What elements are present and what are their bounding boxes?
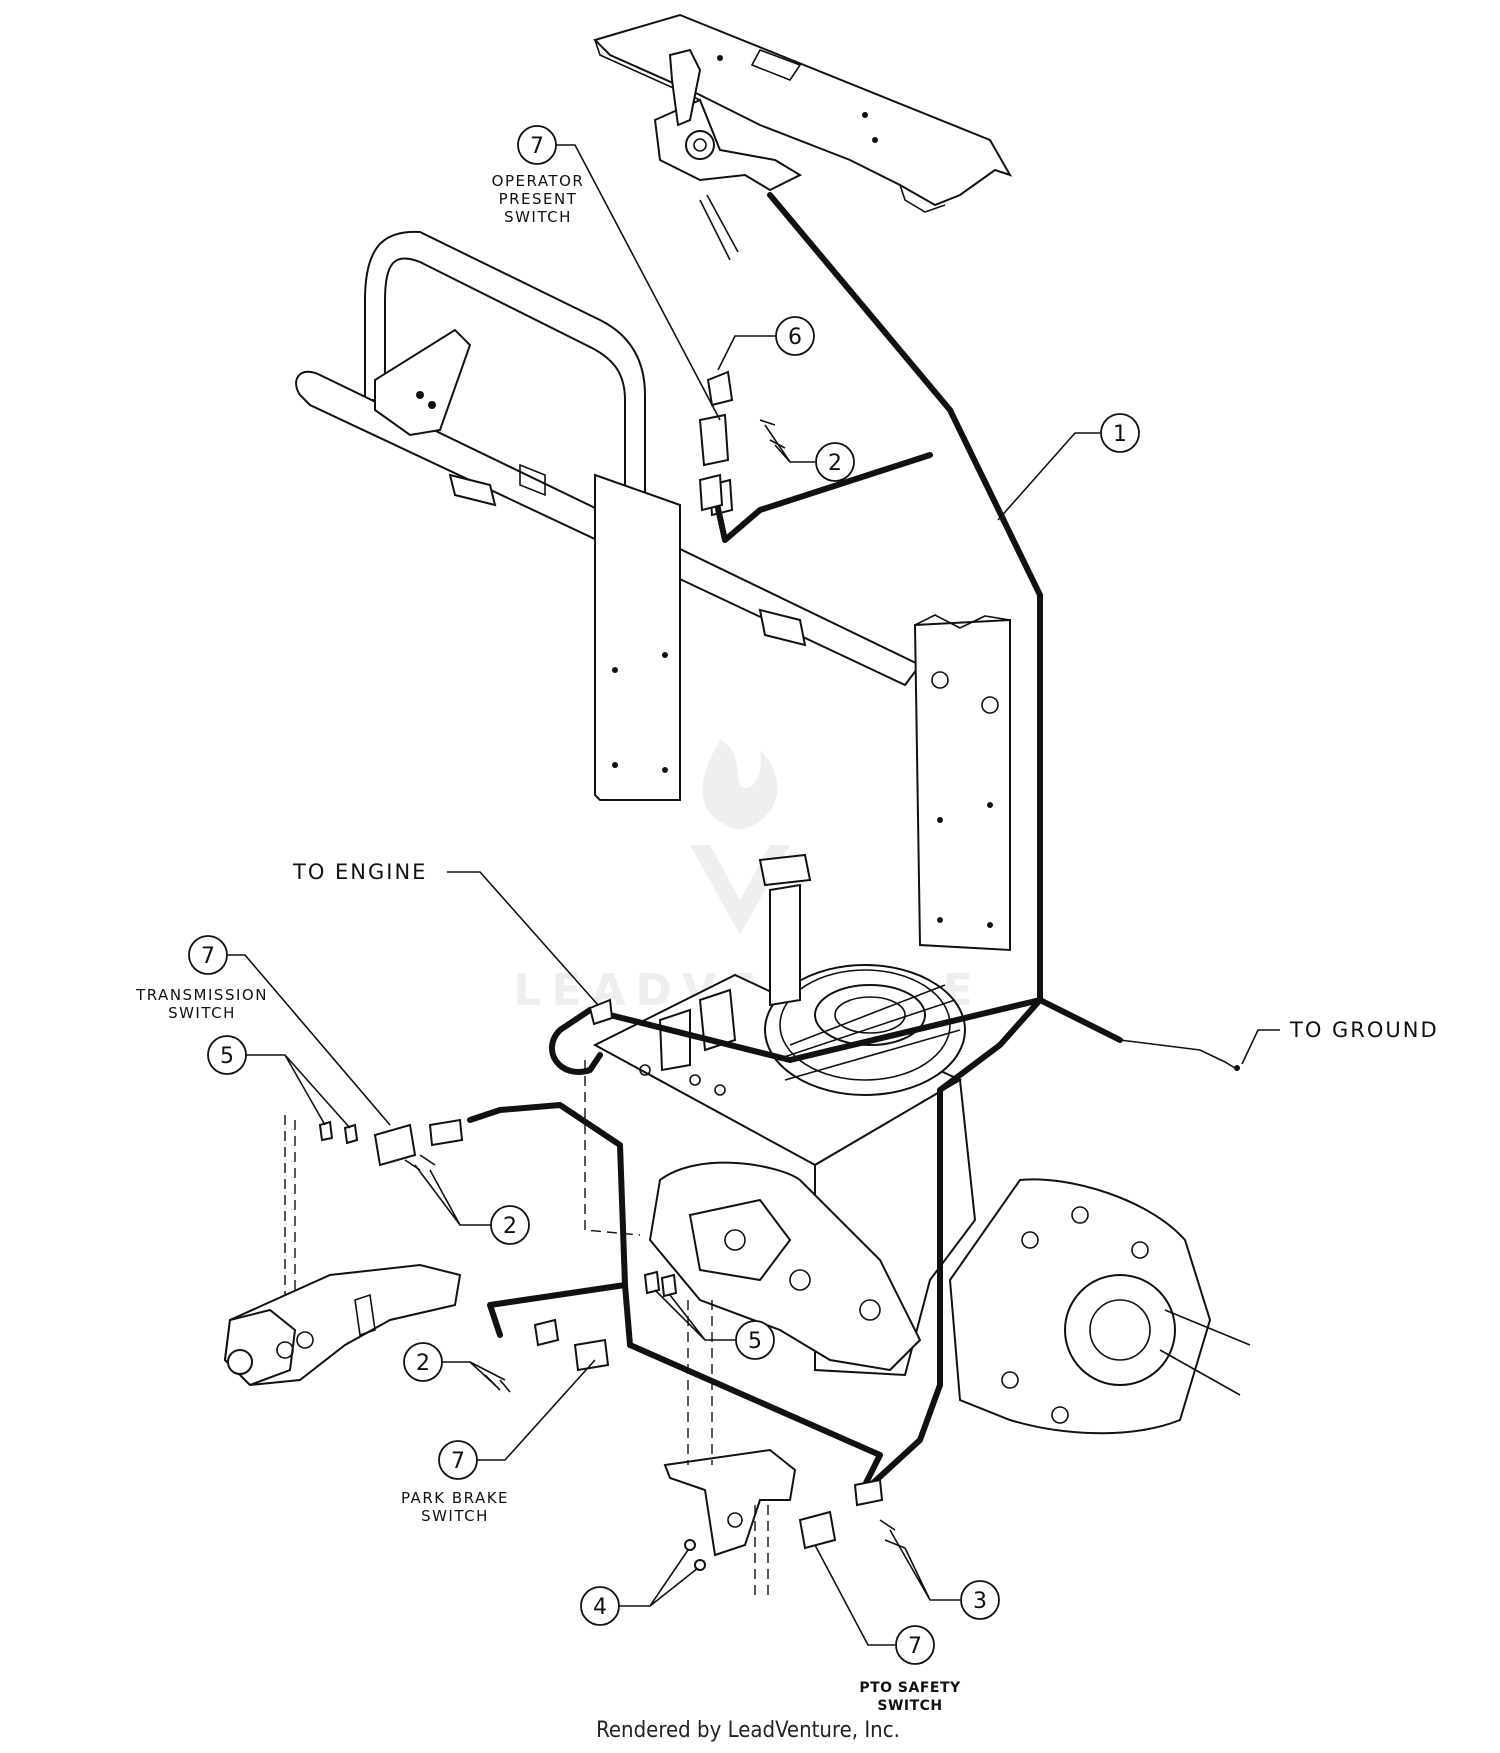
callout-5-right	[735, 1320, 775, 1360]
svg-text:SWITCH: SWITCH	[168, 1004, 236, 1022]
callout-1	[1100, 413, 1140, 453]
rops-frame	[295, 230, 1011, 952]
seat-connector	[698, 473, 724, 512]
callout-4	[580, 1586, 620, 1626]
callout-3	[960, 1580, 1000, 1620]
connectors	[318, 473, 906, 1571]
seat-pan	[593, 13, 1013, 261]
callout-7-pto	[895, 1625, 935, 1665]
clip-part	[318, 1120, 334, 1142]
transmission-bracket	[223, 1115, 462, 1387]
svg-text:SWITCH: SWITCH	[421, 1507, 489, 1525]
to-engine-label: TO ENGINE	[292, 860, 427, 884]
callout-7-transmission	[188, 935, 228, 975]
callout-6	[775, 316, 815, 356]
svg-text:5: 5	[748, 1329, 762, 1354]
svg-text:2: 2	[828, 451, 842, 476]
pto-connector	[853, 1478, 884, 1507]
callout-7-operator	[517, 125, 557, 165]
svg-text:PRESENT: PRESENT	[499, 190, 578, 208]
labels: OPERATOR PRESENT SWITCH TO ENGINE TO GRO…	[135, 172, 1439, 1714]
transmission-switch-part	[373, 1123, 417, 1167]
pto-safety-switch-label: PTO SAFETY SWITCH	[859, 1680, 961, 1714]
screw-part	[879, 1519, 906, 1549]
svg-text:PTO SAFETY: PTO SAFETY	[859, 1680, 961, 1696]
svg-text:7: 7	[908, 1634, 922, 1659]
svg-text:PARK BRAKE: PARK BRAKE	[401, 1489, 509, 1507]
callout-2-top	[815, 442, 855, 482]
svg-text:3: 3	[973, 1589, 987, 1614]
svg-text:4: 4	[593, 1595, 607, 1620]
park-brake-connector	[533, 1318, 560, 1347]
park-brake-switch-label: PARK BRAKE SWITCH	[401, 1489, 509, 1525]
transmission-switch-label: TRANSMISSION SWITCH	[135, 986, 268, 1022]
pto-safety-switch-part	[798, 1510, 837, 1550]
svg-text:2: 2	[416, 1351, 430, 1376]
callout-7-parkbrake	[438, 1440, 478, 1480]
svg-text:6: 6	[788, 325, 802, 350]
clip-part	[643, 1270, 661, 1295]
svg-text:OPERATOR: OPERATOR	[492, 172, 585, 190]
svg-text:7: 7	[530, 134, 544, 159]
operator-present-switch-label: OPERATOR PRESENT SWITCH	[492, 172, 585, 226]
callouts: 7 6 2 1 7 5 2 5 2	[188, 125, 1280, 1665]
clip-part	[660, 1273, 678, 1298]
park-brake-switch-part	[573, 1338, 610, 1372]
clip-part	[343, 1123, 359, 1145]
callout-5-left	[207, 1035, 247, 1075]
svg-text:7: 7	[201, 944, 215, 969]
footer-credit: Rendered by LeadVenture, Inc.	[596, 1718, 900, 1743]
svg-text:SWITCH: SWITCH	[504, 208, 572, 226]
svg-text:TRANSMISSION: TRANSMISSION	[135, 986, 268, 1004]
to-ground-label: TO GROUND	[1289, 1018, 1439, 1042]
svg-text:SWITCH: SWITCH	[877, 1698, 942, 1714]
nut-part	[684, 1539, 696, 1551]
svg-text:1: 1	[1113, 422, 1127, 447]
transmission-connector	[428, 1118, 464, 1147]
screw-part	[484, 1374, 511, 1393]
operator-present-switch-part	[698, 370, 786, 517]
callout-2-mid	[490, 1205, 530, 1245]
transmission-assembly	[584, 853, 1251, 1435]
callout-2-low	[403, 1342, 443, 1382]
svg-text:5: 5	[220, 1044, 234, 1069]
svg-text:7: 7	[451, 1449, 465, 1474]
svg-text:2: 2	[503, 1214, 517, 1239]
wiring-harness	[467, 192, 1240, 1498]
